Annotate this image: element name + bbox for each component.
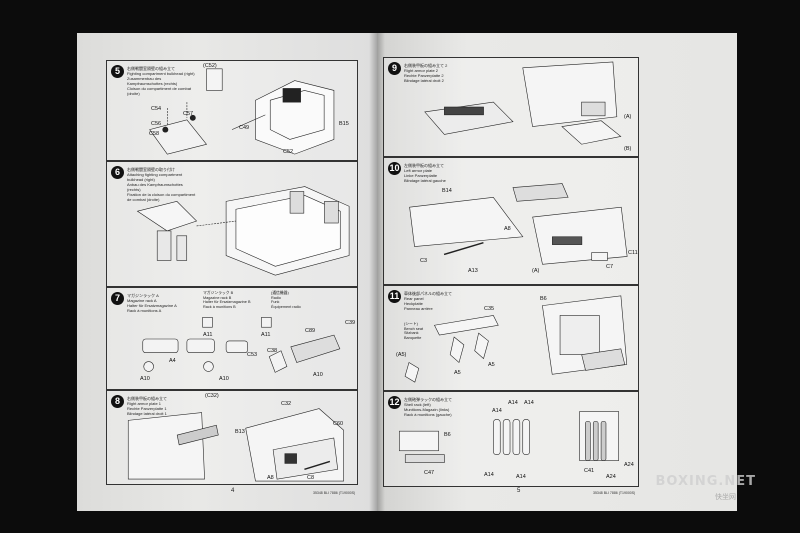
part-label: (A) xyxy=(532,268,540,274)
booklet-gutter xyxy=(369,33,385,511)
part-label: C47 xyxy=(424,470,435,476)
part-label: A14 xyxy=(484,472,494,478)
part-label: C8 xyxy=(307,475,315,481)
part-label: A14 xyxy=(492,408,502,414)
assembly-diagram xyxy=(399,411,620,463)
part-label: (B) xyxy=(624,146,632,152)
part-label: (C32) xyxy=(205,393,219,399)
watermark-sub: 快坐网 xyxy=(715,494,736,501)
part-label: A13 xyxy=(468,268,478,274)
part-label: C7 xyxy=(606,264,614,270)
step-caption: 右側装甲板の組み立て 2 Right armor plate 2 Rechte … xyxy=(404,63,448,83)
step-7: 7 マガジンラック A Magazine rack A Halter für E… xyxy=(106,287,358,390)
part-label: C52 xyxy=(283,149,294,155)
part-label: C53 xyxy=(247,352,258,358)
part-label: A10 xyxy=(140,376,150,382)
assembly-diagram xyxy=(136,186,350,276)
assembly-diagram xyxy=(142,317,341,373)
part-label: (A5) xyxy=(396,352,407,358)
step-9: 9 右側装甲板の組み立て 2 Right armor plate 2 Recht… xyxy=(383,57,639,157)
step-caption: 右側戦闘室隔壁の組み立て Fighting compartment bulkhe… xyxy=(127,66,195,96)
step-caption: 右側装甲板の組み立て Right armor plate 1 Rechte Pa… xyxy=(127,396,167,416)
step-caption: 車体後部パネルの組み立て Rear panel Heckplatte Panne… xyxy=(404,291,452,311)
part-label: C3 xyxy=(420,258,428,264)
part-label: C32 xyxy=(281,401,292,407)
left-page: 5 右側戦闘室隔壁の組み立て Fighting compartment bulk… xyxy=(77,33,377,511)
step-caption: マガジンラック A Magazine rack A Halter für Ers… xyxy=(127,293,177,313)
assembly-diagram xyxy=(409,183,628,265)
assembly-diagram xyxy=(127,408,344,482)
part-label: A24 xyxy=(606,474,616,480)
step-caption: 左側砲弾ラックの組み立て Shell rack (left) Munitions… xyxy=(404,397,452,417)
instruction-booklet: 5 右側戦闘室隔壁の組み立て Fighting compartment bulk… xyxy=(77,33,737,511)
part-label: A14 xyxy=(516,474,526,480)
part-label: C60 xyxy=(333,421,344,427)
step-11: 11 車体後部パネルの組み立て Rear panel Heckplatte Pa… xyxy=(383,285,639,391)
step-number: 9 xyxy=(388,62,401,75)
step-number: 6 xyxy=(111,166,124,179)
part-label: B6 xyxy=(444,432,451,438)
part-label: (C52) xyxy=(203,63,217,69)
step-6: 6 右側戦闘室隔壁の取り付け Attaching fighting compar… xyxy=(106,161,358,287)
page-number: 4 xyxy=(231,488,235,494)
part-label: A5 xyxy=(488,362,495,368)
step-number: 11 xyxy=(388,290,401,303)
part-label: C35 xyxy=(484,306,495,312)
part-label: A24 xyxy=(624,462,634,468)
part-label: C39 xyxy=(345,320,356,326)
part-label: A5 xyxy=(454,370,461,376)
part-label: A4 xyxy=(169,358,176,364)
step-number: 7 xyxy=(111,292,124,305)
step-10: 10 左側装甲板の組み立て Left armor plate Linke Pan… xyxy=(383,157,639,285)
step-number: 5 xyxy=(111,65,124,78)
page-number: 5 xyxy=(517,488,521,494)
assembly-diagram xyxy=(149,68,335,155)
sub-caption: (通信機器) Radio Funk Équipement radio xyxy=(271,291,301,309)
sub-caption: マガジンラック B Magazine rack B Halter für Ers… xyxy=(203,291,251,309)
part-label: A14 xyxy=(508,400,518,406)
step-number: 12 xyxy=(388,396,401,409)
step-8: 8 右側装甲板の組み立て Right armor plate 1 Rechte … xyxy=(106,390,358,485)
step-number: 10 xyxy=(388,162,401,175)
part-label: B15 xyxy=(339,121,349,127)
page-footer: 35348 BLI 7886 (T19000S) xyxy=(313,491,356,495)
step-number: 8 xyxy=(111,395,124,408)
page-footer: 35348 BLI 7886 (T19000S) xyxy=(593,491,636,495)
part-label: A11 xyxy=(261,332,271,338)
part-label: A8 xyxy=(267,475,274,481)
part-label: A14 xyxy=(524,400,534,406)
right-page: 9 右側装甲板の組み立て 2 Right armor plate 2 Recht… xyxy=(377,33,737,511)
part-label: B14 xyxy=(442,188,452,194)
part-label: C38 xyxy=(267,348,278,354)
watermark: BOXING.NET xyxy=(655,474,756,489)
part-label: A11 xyxy=(203,332,213,338)
part-label: C58 xyxy=(149,131,160,137)
step-caption: 右側戦闘室隔壁の取り付け Attaching fighting compartm… xyxy=(127,167,196,202)
part-label: C57 xyxy=(183,111,194,117)
assembly-diagram xyxy=(424,61,622,145)
part-label: B6 xyxy=(540,296,547,302)
part-label: C49 xyxy=(239,125,250,131)
part-label: A8 xyxy=(504,226,511,232)
step-5: 5 右側戦闘室隔壁の組み立て Fighting compartment bulk… xyxy=(106,60,358,161)
part-label: A10 xyxy=(313,372,323,378)
step-12: 12 左側砲弾ラックの組み立て Shell rack (left) Muniti… xyxy=(383,391,639,487)
step-caption: 左側装甲板の組み立て Left armor plate Linke Panzer… xyxy=(404,163,446,183)
part-label: (A) xyxy=(624,114,632,120)
assembly-diagram xyxy=(404,295,628,383)
part-label: C11 xyxy=(628,250,638,256)
part-label: C54 xyxy=(151,106,162,112)
sub-caption: (シート) Bench seat Sitzbank Banquette xyxy=(404,322,423,340)
part-label: C56 xyxy=(151,121,162,127)
part-label: C89 xyxy=(305,328,316,334)
part-label: A10 xyxy=(219,376,229,382)
part-label: B13 xyxy=(235,429,245,435)
part-label: C41 xyxy=(584,468,595,474)
